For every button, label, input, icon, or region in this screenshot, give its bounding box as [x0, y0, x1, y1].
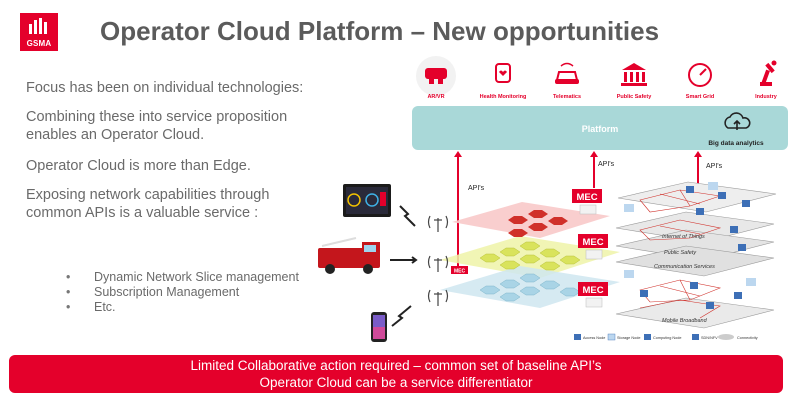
building-icon — [621, 63, 647, 86]
smartphone-icon — [371, 312, 387, 342]
hexagon-cluster-blue — [479, 273, 581, 302]
vertical-label: Industry — [755, 94, 778, 100]
vertical-telematics: Telematics — [553, 62, 581, 100]
gsma-logo: GSMA — [20, 13, 58, 51]
bullet-item: Exposing network capabilities through co… — [26, 187, 270, 221]
mec-box-top: MEC — [572, 189, 602, 215]
footer-banner: Limited Collaborative action required – … — [9, 355, 783, 393]
mec-label: MEC — [582, 285, 603, 296]
antenna-middle-icon — [427, 255, 449, 272]
fire-truck-icon — [318, 237, 380, 274]
mec-label: MEC — [582, 237, 603, 248]
robot-arm-icon — [760, 60, 777, 86]
legend-label: SDN/NFV — [701, 336, 718, 340]
vertical-label: AR/VR — [427, 94, 444, 100]
wireless-link-icon — [391, 305, 412, 327]
mec-box-bottom: MEC — [578, 282, 608, 308]
vertical-label: Smart Grid — [686, 94, 714, 100]
sub-bullet-item: Dynamic Network Slice management — [66, 270, 299, 285]
mec-label: MEC — [454, 269, 466, 275]
slice-label: Public Safety — [664, 250, 697, 256]
platform-label: Platform — [582, 124, 619, 134]
car-icon — [555, 62, 579, 84]
sub-bullet-item: Subscription Management — [66, 285, 299, 300]
api-arrow-middle: API's — [590, 151, 615, 188]
vertical-smart-grid: Smart Grid — [686, 63, 714, 100]
legend-label: Connectivity — [737, 336, 758, 340]
api-label: API's — [706, 163, 723, 170]
arvr-icon — [425, 68, 447, 84]
architecture-diagram: AR/VR Health Monitoring Telematics Publi… — [318, 56, 788, 342]
slice-label: Internet of Things — [662, 234, 705, 240]
footer-line-2: Operator Cloud can be a service differen… — [259, 375, 533, 390]
hexagon-cluster-red — [508, 210, 568, 237]
bullet-item: Combining these into service proposition… — [26, 109, 288, 143]
dashboard-device-icon — [343, 184, 391, 217]
antenna-top-icon — [427, 215, 449, 232]
slice-planes-left — [440, 202, 620, 308]
network-slice-stack: Internet of Things Public Safety Communi… — [615, 181, 777, 329]
platform-bar: Platform Big data analytics — [412, 106, 788, 150]
mesh-links — [639, 189, 722, 319]
slice-label: Mobile Broadband — [662, 318, 708, 324]
mec-box-small: MEC — [451, 266, 468, 275]
link-arrow-icon — [390, 256, 418, 264]
legend-label: Access Node — [583, 336, 605, 340]
vertical-industry: Industry — [755, 60, 778, 100]
footer-line-1: Limited Collaborative action required – … — [190, 358, 602, 373]
analytics-label: Big data analytics — [708, 140, 764, 147]
logo-text: GSMA — [26, 39, 52, 48]
antenna-icons — [427, 215, 449, 306]
node-blocks — [640, 186, 750, 309]
vertical-label: Public Safety — [617, 94, 652, 100]
api-label: API's — [468, 185, 485, 192]
bullet-list: Focus has been on individual technologie… — [26, 79, 326, 233]
logo-mark-icon — [29, 18, 47, 34]
vertical-health: Health Monitoring — [480, 63, 527, 100]
vertical-label: Telematics — [553, 94, 581, 100]
bullet-item: Focus has been on individual technologie… — [26, 80, 304, 96]
antenna-bottom-icon — [427, 289, 449, 306]
sub-bullet-item: Etc. — [66, 300, 299, 315]
vertical-arvr: AR/VR — [416, 56, 456, 100]
api-arrow-right: API's — [694, 151, 723, 185]
legend-label: Computing Node — [653, 336, 682, 340]
mec-label: MEC — [576, 192, 597, 203]
sub-bullet-list: Dynamic Network Slice management Subscri… — [66, 270, 299, 315]
heart-watch-icon — [495, 63, 511, 83]
mec-box-middle: MEC — [578, 234, 608, 260]
api-arrow-left: API's — [454, 151, 485, 266]
wireless-link-icon — [399, 205, 416, 227]
slide-title: Operator Cloud Platform – New opportunit… — [100, 16, 660, 46]
cloud-upload-icon — [724, 112, 751, 130]
vertical-public-safety: Public Safety — [617, 63, 652, 100]
diagram-legend: Access Node Storage Node Computing Node … — [574, 333, 758, 341]
bullet-item: Operator Cloud is more than Edge. — [26, 158, 251, 174]
gauge-icon — [688, 63, 712, 87]
vertical-label: Health Monitoring — [480, 94, 527, 100]
hexagon-cluster-yellow — [479, 241, 581, 271]
api-label: API's — [598, 161, 615, 168]
slice-label: Communication Services — [654, 264, 715, 270]
legend-label: Storage Node — [617, 336, 640, 340]
storage-blocks — [624, 182, 756, 286]
